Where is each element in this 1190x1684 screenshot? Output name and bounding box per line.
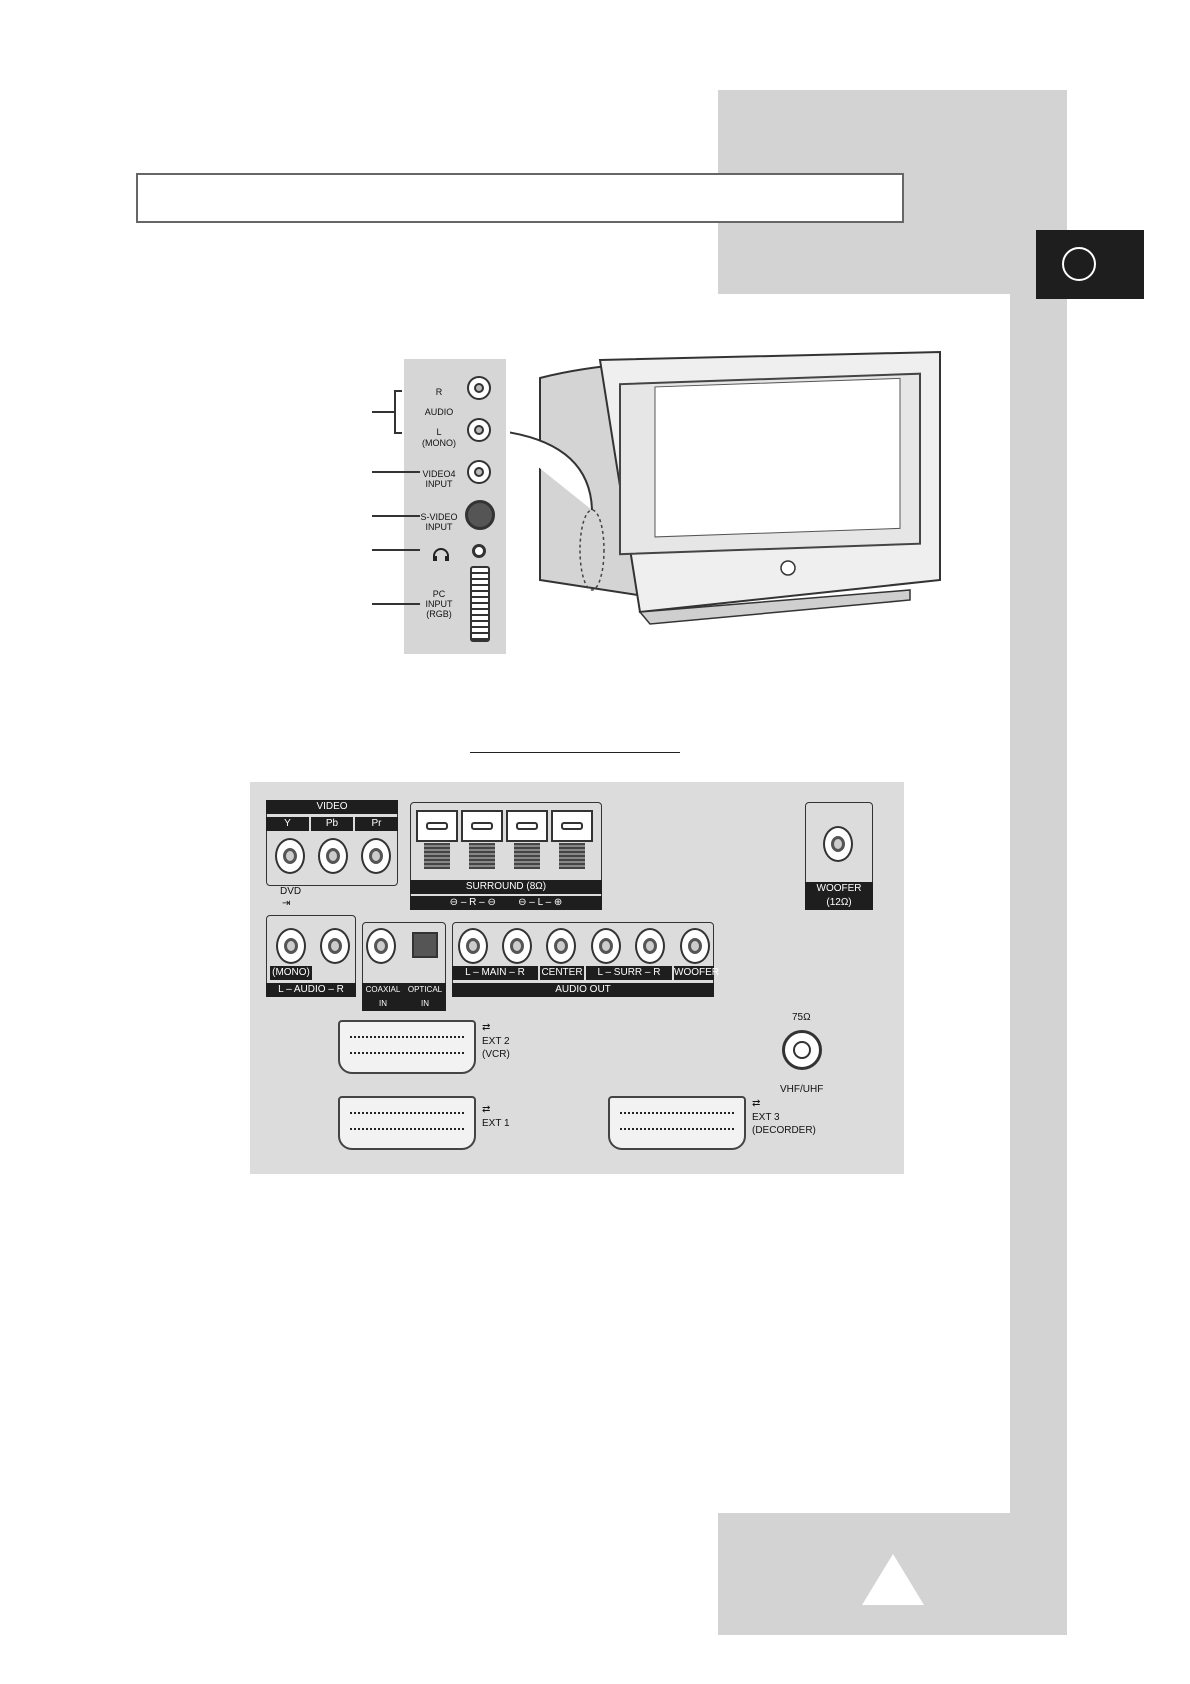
y-jack [275, 838, 305, 874]
label-audio-l: L [414, 427, 464, 437]
woofer-out-label: WOOFER [674, 966, 714, 980]
video-header: VIDEO [266, 800, 398, 814]
section-underline [470, 752, 680, 753]
ext2-label: EXT 2 [482, 1036, 510, 1048]
video-col-pb: Pb [311, 817, 353, 831]
pc-rgb-connector [470, 566, 490, 642]
speaker-terminal [461, 810, 503, 842]
ext3-scart [608, 1096, 746, 1150]
scart-io-icon: ⇄ [482, 1022, 490, 1034]
headphone-jack [472, 544, 486, 558]
mono-label: (MONO) [270, 966, 312, 980]
coaxial-in-jack [366, 928, 396, 964]
label-svideo: S-VIDEO INPUT [414, 512, 464, 532]
surr-r-jack [635, 928, 665, 964]
audio-l-mono-jack [276, 928, 306, 964]
center-label: CENTER [540, 966, 584, 980]
ext3-label: EXT 3 [752, 1112, 780, 1124]
ext1-scart [338, 1096, 476, 1150]
center-jack [546, 928, 576, 964]
ext3-sub: (DECORDER) [752, 1125, 816, 1137]
speaker-terminal-base [424, 843, 450, 869]
main-l-jack [458, 928, 488, 964]
label-video4: VIDEO4 INPUT [414, 469, 464, 489]
label-audio-mono: (MONO) [414, 438, 464, 448]
up-triangle-icon [860, 1552, 926, 1607]
video-col-pr: Pr [355, 817, 398, 831]
main-lr-label: L – MAIN – R [452, 966, 538, 980]
woofer-12-label: WOOFER (12Ω) [805, 882, 873, 910]
audio-out-label: AUDIO OUT [452, 983, 714, 997]
pb-jack [318, 838, 348, 874]
label-audio-r: R [414, 387, 464, 397]
leader-line [372, 515, 420, 517]
antenna-label: VHF/UHF [780, 1084, 823, 1096]
coaxial-in-label: COAXIAL IN [362, 983, 404, 1011]
optical-in-jack [412, 932, 438, 958]
dvd-input-icon: ⇥ [282, 898, 290, 910]
speaker-terminal-base [469, 843, 495, 869]
right-gray-strip [1010, 90, 1067, 1635]
scart-io-icon: ⇄ [482, 1104, 490, 1116]
audio-r-jack [320, 928, 350, 964]
tab-circle-icon [1062, 247, 1096, 281]
woofer-out-jack [680, 928, 710, 964]
speaker-terminal [506, 810, 548, 842]
page-title-box [136, 173, 904, 223]
pr-jack [361, 838, 391, 874]
speaker-terminal [416, 810, 458, 842]
leader-line [372, 549, 420, 551]
speaker-terminal [551, 810, 593, 842]
speaker-terminal-base [559, 843, 585, 869]
audio-r-jack [467, 376, 491, 400]
video-col-y: Y [266, 817, 309, 831]
leader-line [372, 603, 420, 605]
ext2-scart [338, 1020, 476, 1074]
optical-in-label: OPTICAL IN [404, 983, 446, 1011]
surround-label: SURROUND (8Ω) [410, 880, 602, 894]
surr-lr-label: L – SURR – R [586, 966, 672, 980]
ext1-label: EXT 1 [482, 1118, 510, 1130]
label-audio: AUDIO [414, 407, 464, 417]
leader-line [372, 471, 420, 473]
label-pc-input: PC INPUT (RGB) [414, 589, 464, 619]
tv-illustration [510, 350, 950, 630]
speaker-terminal-base [514, 843, 540, 869]
antenna-jack [782, 1030, 822, 1070]
woofer-12-jack [823, 826, 853, 862]
audio-bracket [394, 390, 402, 434]
main-r-jack [502, 928, 532, 964]
antenna-ohm-label: 75Ω [792, 1012, 811, 1024]
headphone-icon [432, 548, 450, 562]
ext2-sub: (VCR) [482, 1049, 510, 1061]
surround-polarity: ⊖ – R – ⊖ ⊖ – L – ⊕ [410, 896, 602, 910]
audio-lr-label: L – AUDIO – R [266, 983, 356, 997]
svideo-jack [465, 500, 495, 530]
video4-jack [467, 460, 491, 484]
leader-line [372, 411, 394, 413]
scart-io-icon: ⇄ [752, 1098, 760, 1110]
audio-l-jack [467, 418, 491, 442]
surr-l-jack [591, 928, 621, 964]
dvd-label: DVD [280, 886, 301, 898]
